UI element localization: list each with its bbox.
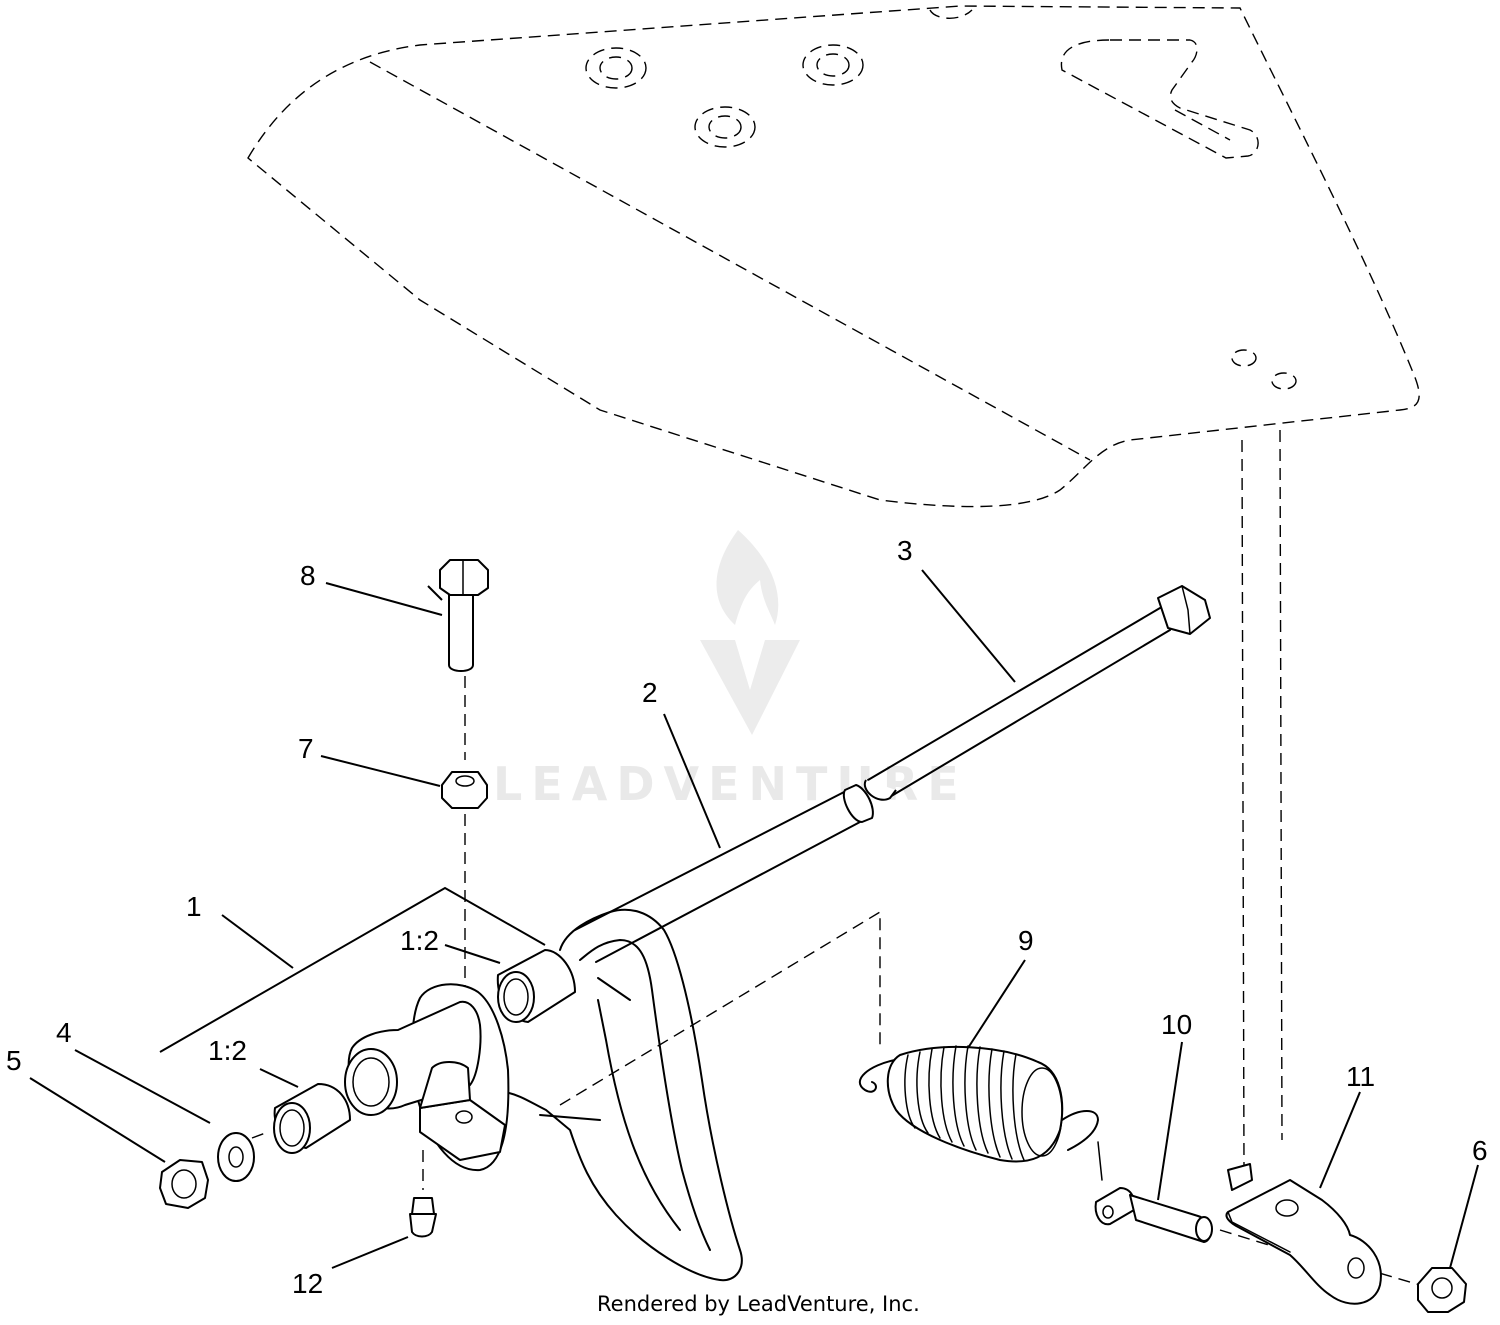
part-9-extension-spring <box>858 1045 1103 1181</box>
callout-1-2-lower: 1:2 <box>208 1035 247 1066</box>
callout-labels: 1 1:2 1:2 2 3 4 5 6 7 8 9 10 11 12 <box>6 535 1488 1299</box>
callout-9: 9 <box>1018 925 1034 956</box>
callout-1: 1 <box>186 891 202 922</box>
part-5-locknut <box>159 1159 209 1209</box>
callout-12: 12 <box>292 1268 323 1299</box>
pivot-hub <box>344 983 510 1172</box>
part-11-bracket <box>1225 1163 1382 1305</box>
callout-7: 7 <box>298 733 314 764</box>
part-1-2-bushing-lower <box>273 1083 351 1154</box>
mounting-plate <box>247 5 1420 508</box>
part-1-2-bushing-upper <box>496 949 576 1023</box>
part-2-pedal-arm <box>504 784 874 1282</box>
alignment-lines <box>251 429 1421 1286</box>
callout-5: 5 <box>6 1045 22 1076</box>
render-credit: Rendered by LeadVenture, Inc. <box>597 1292 920 1316</box>
leadventure-watermark: LEADVENTURE <box>493 530 968 811</box>
callout-11: 11 <box>1346 1061 1375 1092</box>
callout-4: 4 <box>56 1017 72 1048</box>
watermark-text: LEADVENTURE <box>493 757 968 811</box>
callout-1-2-upper: 1:2 <box>400 925 439 956</box>
part-3-carriage-bolt <box>863 585 1211 801</box>
callout-2: 2 <box>642 677 658 708</box>
leader-lines <box>29 569 1479 1269</box>
callout-8: 8 <box>300 560 316 591</box>
callout-6: 6 <box>1472 1135 1488 1166</box>
part-7-hex-nut <box>441 771 488 809</box>
callout-10: 10 <box>1161 1009 1192 1040</box>
part-10-clevis-pin <box>1094 1187 1213 1243</box>
part-12-grease-fitting <box>409 1197 437 1238</box>
part-6-locknut <box>1417 1267 1467 1313</box>
callout-3: 3 <box>897 535 913 566</box>
part-8-hex-bolt <box>439 559 489 672</box>
part-4-washer <box>217 1132 255 1182</box>
